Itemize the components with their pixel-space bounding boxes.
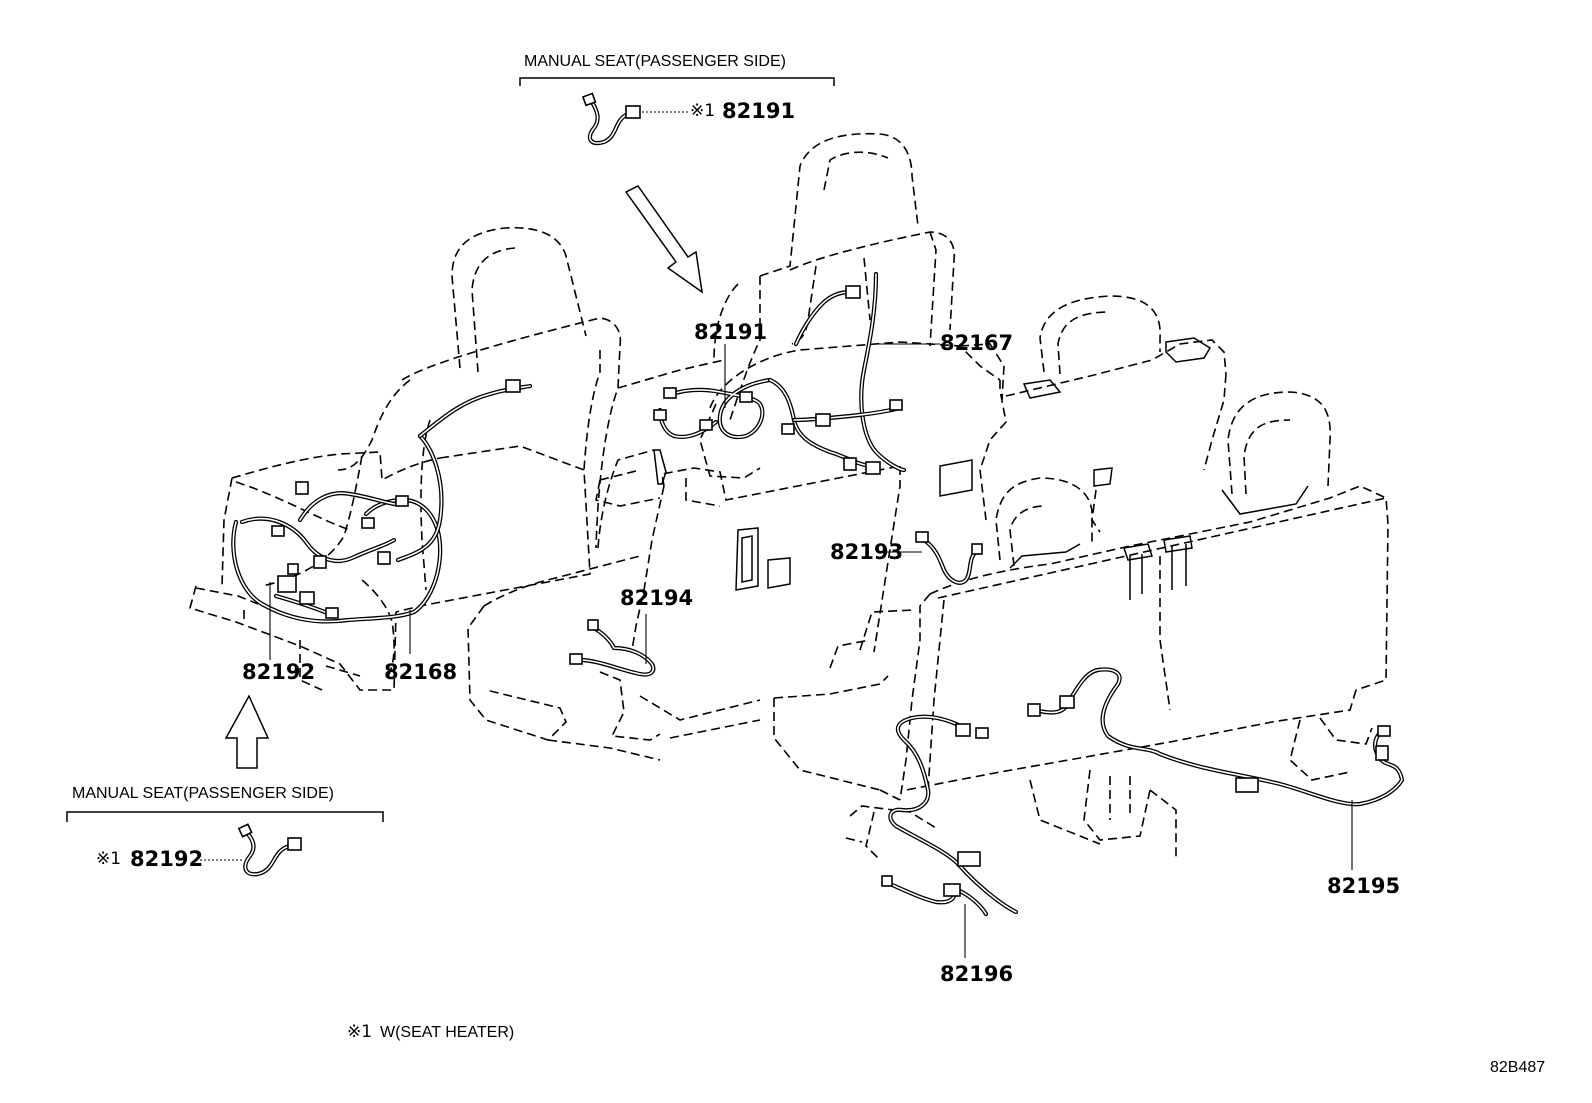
part-number-82194[interactable]: 82194	[620, 586, 694, 610]
direction-arrow-down	[624, 185, 704, 294]
part-number-82196[interactable]: 82196	[940, 962, 1014, 986]
harness-82195	[1027, 667, 1405, 807]
harness-82193	[915, 531, 983, 585]
diagram-code: 82B487	[1490, 1059, 1546, 1076]
harness-82194	[569, 619, 656, 677]
third-row-seat	[773, 391, 1389, 861]
heading-manual-seat-bottom: MANUAL SEAT(PASSENGER SIDE)	[72, 785, 334, 802]
heading-manual-seat-top: MANUAL SEAT(PASSENGER SIDE)	[524, 53, 786, 70]
front-right-seat	[699, 132, 1005, 479]
inset-harness-82192	[237, 823, 302, 877]
part-number-82193[interactable]: 82193	[830, 540, 904, 564]
second-row-seat	[467, 295, 1227, 761]
part-number-82191[interactable]: 82191	[694, 320, 768, 344]
part-number-82192-inset[interactable]: 82192	[130, 847, 204, 871]
leader-lines	[269, 343, 1353, 958]
part-number-82195[interactable]: 82195	[1327, 874, 1401, 898]
mark-seat-heater-bottom: ※1	[96, 849, 122, 869]
footnote-mark: ※1	[347, 1022, 373, 1042]
part-number-82192[interactable]: 82192	[242, 660, 316, 684]
direction-arrow-up	[224, 694, 270, 769]
part-number-82191-inset[interactable]: 82191	[722, 99, 796, 123]
harness-82192-82168	[231, 379, 533, 624]
harness-82191-82167	[653, 271, 907, 475]
part-number-82168[interactable]: 82168	[384, 660, 458, 684]
inset-harness-82191	[581, 92, 641, 146]
mark-seat-heater-top: ※1	[690, 101, 716, 121]
footnote-seat-heater: W(SEAT HEATER)	[380, 1024, 515, 1041]
part-number-82167[interactable]: 82167	[940, 331, 1014, 355]
harness-82196	[881, 714, 1019, 917]
front-left-seat	[189, 226, 725, 691]
bottom-inset-bracket	[66, 811, 384, 822]
top-inset-bracket	[519, 77, 835, 86]
